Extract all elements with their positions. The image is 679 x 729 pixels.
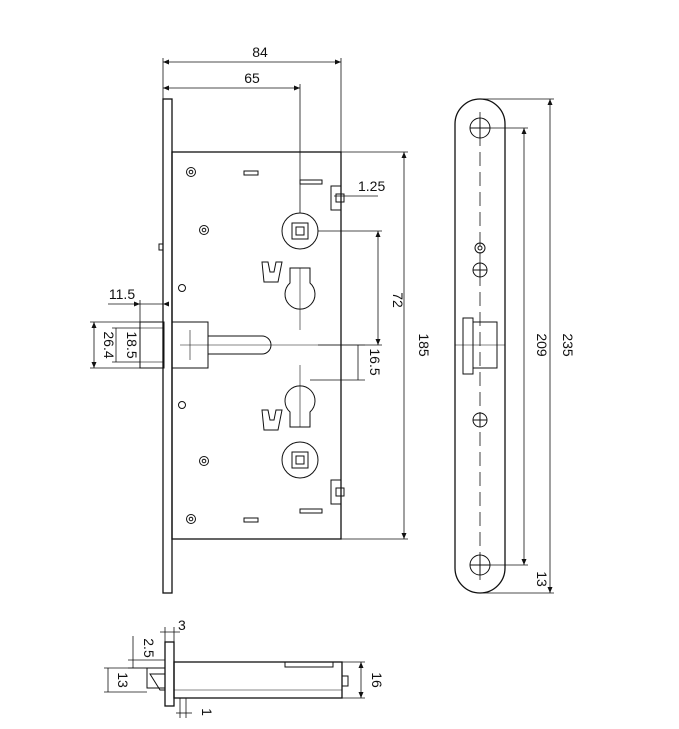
dim-label-26-4: 26.4: [101, 331, 117, 358]
faceplate-indicator: [474, 242, 486, 254]
screw-top-left: [186, 167, 196, 177]
plan-bolt-bevel: [149, 673, 166, 691]
lower-cam: [261, 409, 283, 431]
dim-label-84: 84: [252, 44, 268, 60]
dim-label-1: 1: [199, 708, 215, 716]
lower-cylinder-profile: [284, 385, 316, 428]
faceplate-screw-upper: [472, 262, 488, 278]
dim-label-235: 235: [560, 333, 576, 357]
faceplate-screw-top: [469, 117, 491, 139]
lower-follower-hub: [281, 441, 319, 479]
bottom-dimensions: 3 2.5 13 16 1: [104, 617, 385, 718]
dim-label-13-faceplate: 13: [534, 571, 550, 587]
hole-upper: [178, 284, 186, 292]
front-dimensions: 84 65 1.25 72 16.5 185 11.5: [90, 44, 432, 540]
dim-label-3: 3: [178, 617, 186, 633]
plan-body-inner: [284, 661, 334, 668]
dim-label-185: 185: [416, 333, 432, 357]
dim-label-209: 209: [534, 333, 550, 357]
upper-side-latch: [330, 185, 345, 211]
faceplate-dimensions: 209 235 13: [480, 98, 576, 594]
upper-follower-hub: [281, 212, 319, 250]
plan-faceplate: [164, 641, 175, 707]
faceplate-bolt-hole: [462, 317, 474, 375]
upper-cam: [261, 261, 283, 283]
dim-label-72: 72: [390, 292, 406, 308]
lock-body: [171, 151, 342, 540]
hole-lower: [178, 401, 186, 409]
front-view: [139, 98, 365, 594]
faceplate-screw-bottom: [469, 554, 491, 576]
dim-label-16-5: 16.5: [367, 348, 383, 375]
bottom-view: [146, 641, 349, 707]
upper-cylinder-profile: [284, 267, 316, 310]
slot-top-b: [299, 179, 323, 185]
faceplate-view: [454, 98, 506, 594]
screw-bottom-left: [186, 514, 196, 524]
deadbolt-inner: [139, 327, 165, 363]
dim-label-1-25: 1.25: [358, 178, 385, 194]
dim-label-65: 65: [244, 70, 260, 86]
lower-side-latch: [330, 479, 345, 505]
slot-top-a: [243, 170, 259, 176]
dim-label-11-5: 11.5: [109, 286, 135, 302]
dim-label-18-5: 18.5: [124, 331, 140, 358]
dim-label-2-5: 2.5: [141, 638, 157, 658]
slot-bottom-b: [299, 508, 323, 514]
deadbolt-head: [139, 321, 165, 369]
plan-bolt: [146, 667, 166, 689]
dim-label-16: 16: [369, 672, 385, 688]
screw-upper-mid: [199, 225, 209, 235]
faceplate-screw-lower: [472, 412, 488, 428]
screw-lower-mid: [199, 456, 209, 466]
dim-label-13-bottom: 13: [115, 672, 131, 688]
slot-bottom-a: [243, 517, 259, 523]
